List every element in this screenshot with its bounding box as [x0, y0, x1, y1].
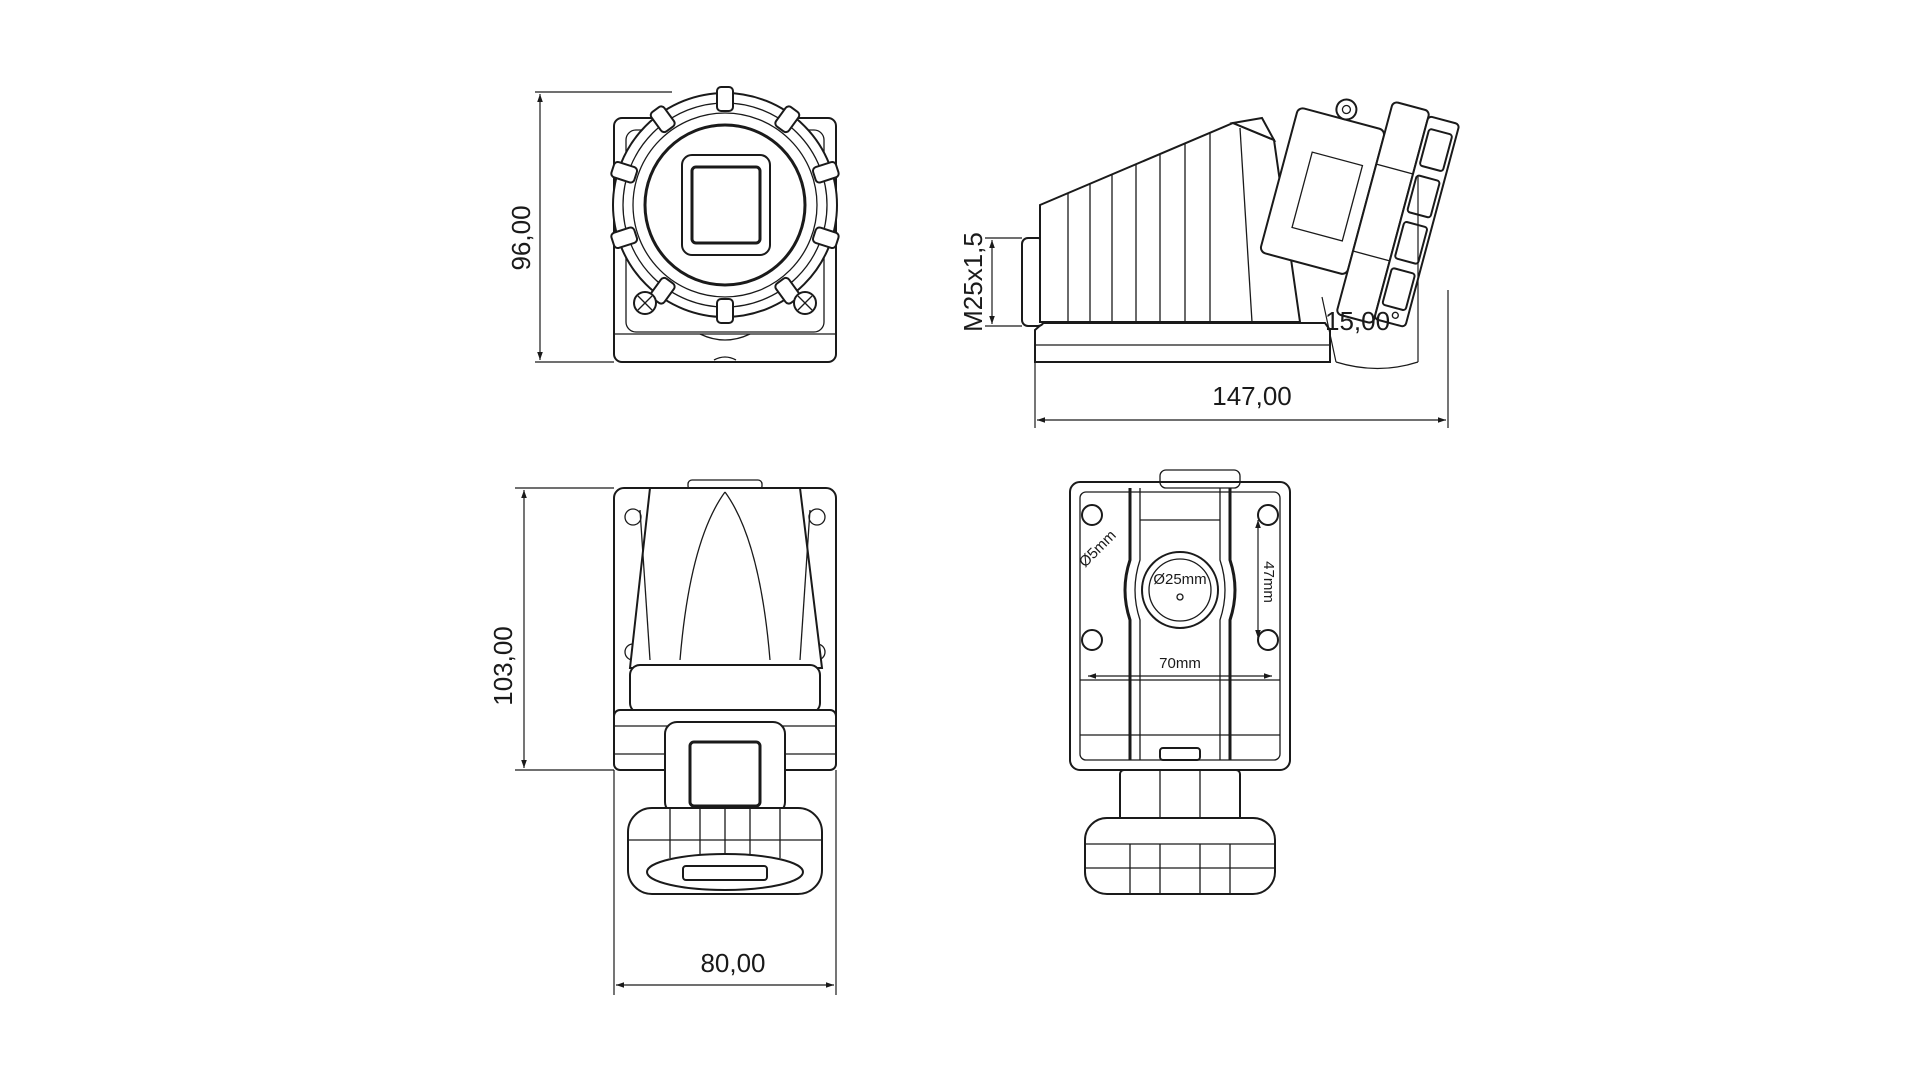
dimension-cable-gland: M25x1,5: [958, 232, 1022, 332]
bottom-view: [613, 479, 837, 895]
front-view: [610, 86, 840, 363]
dimension-tilt-angle: 15,00°: [1321, 175, 1419, 370]
screw-icon: [793, 291, 817, 315]
dimension-tilt-angle-label: 15,00°: [1325, 306, 1400, 336]
horizontal-spacing-label: 70mm: [1159, 655, 1201, 672]
dimension-bottom-height: 103,00: [488, 487, 614, 771]
dimension-side-length: 147,00: [1034, 290, 1449, 428]
dimension-side-length-label: 147,00: [1212, 381, 1292, 411]
dimension-bottom-height-label: 103,00: [488, 626, 518, 706]
dimension-front-height: 96,00: [506, 91, 672, 363]
side-ribs: [1067, 127, 1253, 323]
dimension-cable-gland-label: M25x1,5: [958, 232, 988, 332]
entry-hole-label: Ø25mm: [1153, 571, 1206, 588]
front-ring-tabs: [610, 86, 840, 324]
dimension-bottom-width-label: 80,00: [700, 948, 765, 978]
side-socket-head: [1259, 98, 1460, 328]
dimension-bottom-width: 80,00: [613, 770, 837, 995]
back-view: [1069, 469, 1291, 895]
dimension-front-height-label: 96,00: [506, 205, 536, 270]
vertical-spacing-label: 47mm: [1260, 561, 1277, 603]
back-view-annotations: Ø5mm Ø25mm 47mm 70mm: [1076, 520, 1277, 679]
side-view: [1021, 98, 1460, 363]
screw-icon: [633, 291, 657, 315]
